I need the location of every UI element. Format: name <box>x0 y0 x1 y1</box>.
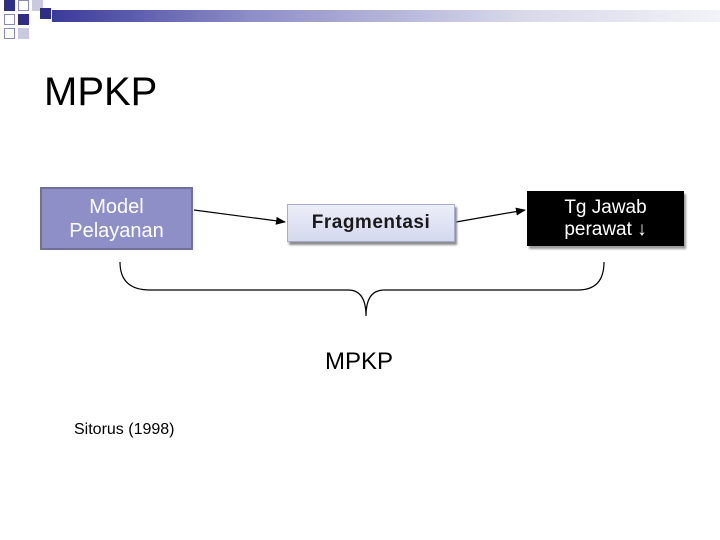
citation: Sitorus (1998) <box>74 421 175 438</box>
decor-square <box>40 8 51 19</box>
node-label: Fragmentasi <box>311 212 431 233</box>
header-gradient-bar <box>52 10 720 22</box>
node-label: Tg Jawab perawat ↓ <box>564 196 647 240</box>
decor-square <box>32 0 43 11</box>
decor-square <box>18 14 29 25</box>
node-label: Model Pelayanan <box>69 195 164 242</box>
grouping-brace <box>119 261 605 317</box>
brace-label: MPKP <box>325 348 394 375</box>
edge-frag-to-tg <box>455 207 526 223</box>
decor-square <box>18 0 29 11</box>
decor-square <box>4 28 15 39</box>
decor-square <box>18 28 29 39</box>
node-tg-jawab-perawat: Tg Jawab perawat ↓ <box>527 191 684 246</box>
node-fragmentasi: Fragmentasi <box>287 204 455 242</box>
slide-title: MPKP <box>44 70 158 114</box>
edge-model-to-frag <box>193 209 286 225</box>
header-decoration <box>0 0 720 40</box>
decor-square <box>4 0 15 11</box>
node-model-pelayanan: Model Pelayanan <box>40 187 193 250</box>
decor-square <box>4 14 15 25</box>
